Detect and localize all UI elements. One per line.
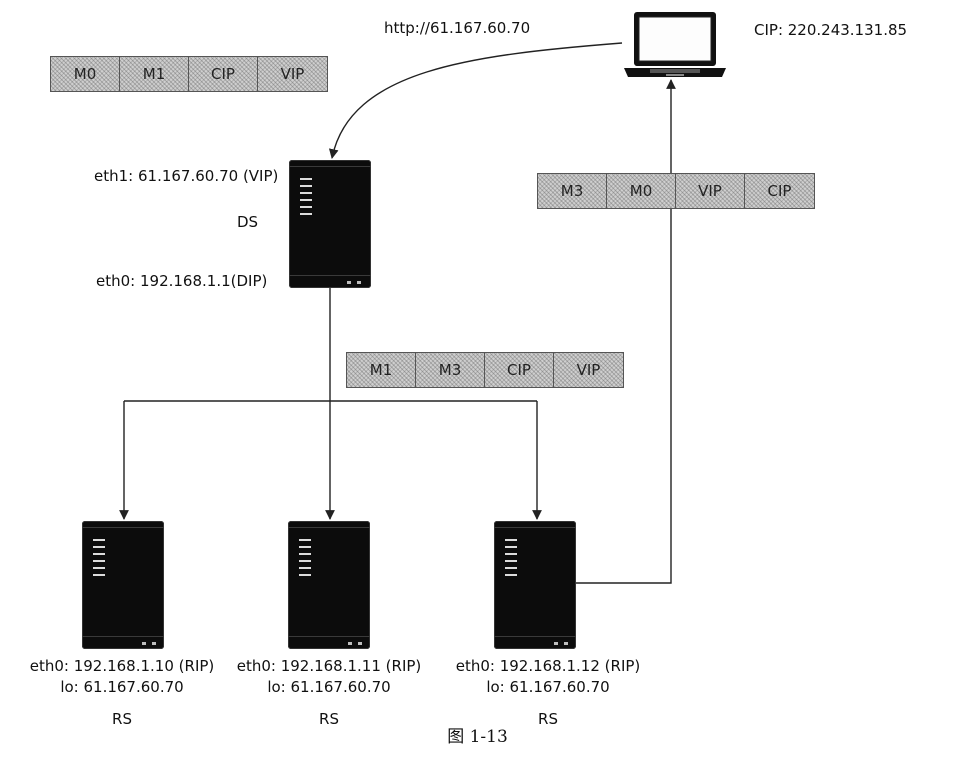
rs2-name-label: RS [319, 710, 339, 728]
packet-forwarded: M1 M3 CIP VIP [346, 352, 624, 388]
packet-field: M0 [607, 174, 676, 208]
client-to-ds-arrow [328, 42, 623, 159]
real-server-3-icon [494, 521, 576, 649]
packet-field: VIP [554, 353, 623, 387]
figure-caption: 图 1-13 [447, 727, 508, 747]
rs3-eth0-label: eth0: 192.168.1.12 (RIP) [455, 657, 641, 675]
packet-request: M0 M1 CIP VIP [50, 56, 328, 92]
packet-field: CIP [485, 353, 554, 387]
packet-field: M0 [51, 57, 120, 91]
packet-field: M1 [120, 57, 189, 91]
real-server-2-icon [288, 521, 370, 649]
client-request-url: http://61.167.60.70 [384, 19, 531, 37]
rs2-lo-label: lo: 61.167.60.70 [267, 678, 391, 696]
packet-response: M3 M0 VIP CIP [537, 173, 815, 209]
rs1-name-label: RS [112, 710, 132, 728]
ds-eth0-label: eth0: 192.168.1.1(DIP) [96, 272, 268, 290]
rs3-lo-label: lo: 61.167.60.70 [486, 678, 610, 696]
rs2-eth0-label: eth0: 192.168.1.11 (RIP) [236, 657, 422, 675]
director-server-icon [289, 160, 371, 288]
packet-field: VIP [676, 174, 745, 208]
real-server-1-icon [82, 521, 164, 649]
packet-field: VIP [258, 57, 327, 91]
rs3-name-label: RS [538, 710, 558, 728]
packet-field: CIP [745, 174, 814, 208]
ds-eth1-label: eth1: 61.167.60.70 (VIP) [94, 167, 279, 185]
packet-field: M3 [538, 174, 607, 208]
client-laptop-icon [620, 10, 730, 84]
rs1-lo-label: lo: 61.167.60.70 [60, 678, 184, 696]
client-ip-label: CIP: 220.243.131.85 [754, 21, 908, 39]
packet-field: M3 [416, 353, 485, 387]
ds-name-label: DS [237, 213, 259, 231]
packet-field: CIP [189, 57, 258, 91]
rs3-to-client-arrow [576, 79, 676, 584]
rs1-eth0-label: eth0: 192.168.1.10 (RIP) [29, 657, 215, 675]
packet-field: M1 [347, 353, 416, 387]
